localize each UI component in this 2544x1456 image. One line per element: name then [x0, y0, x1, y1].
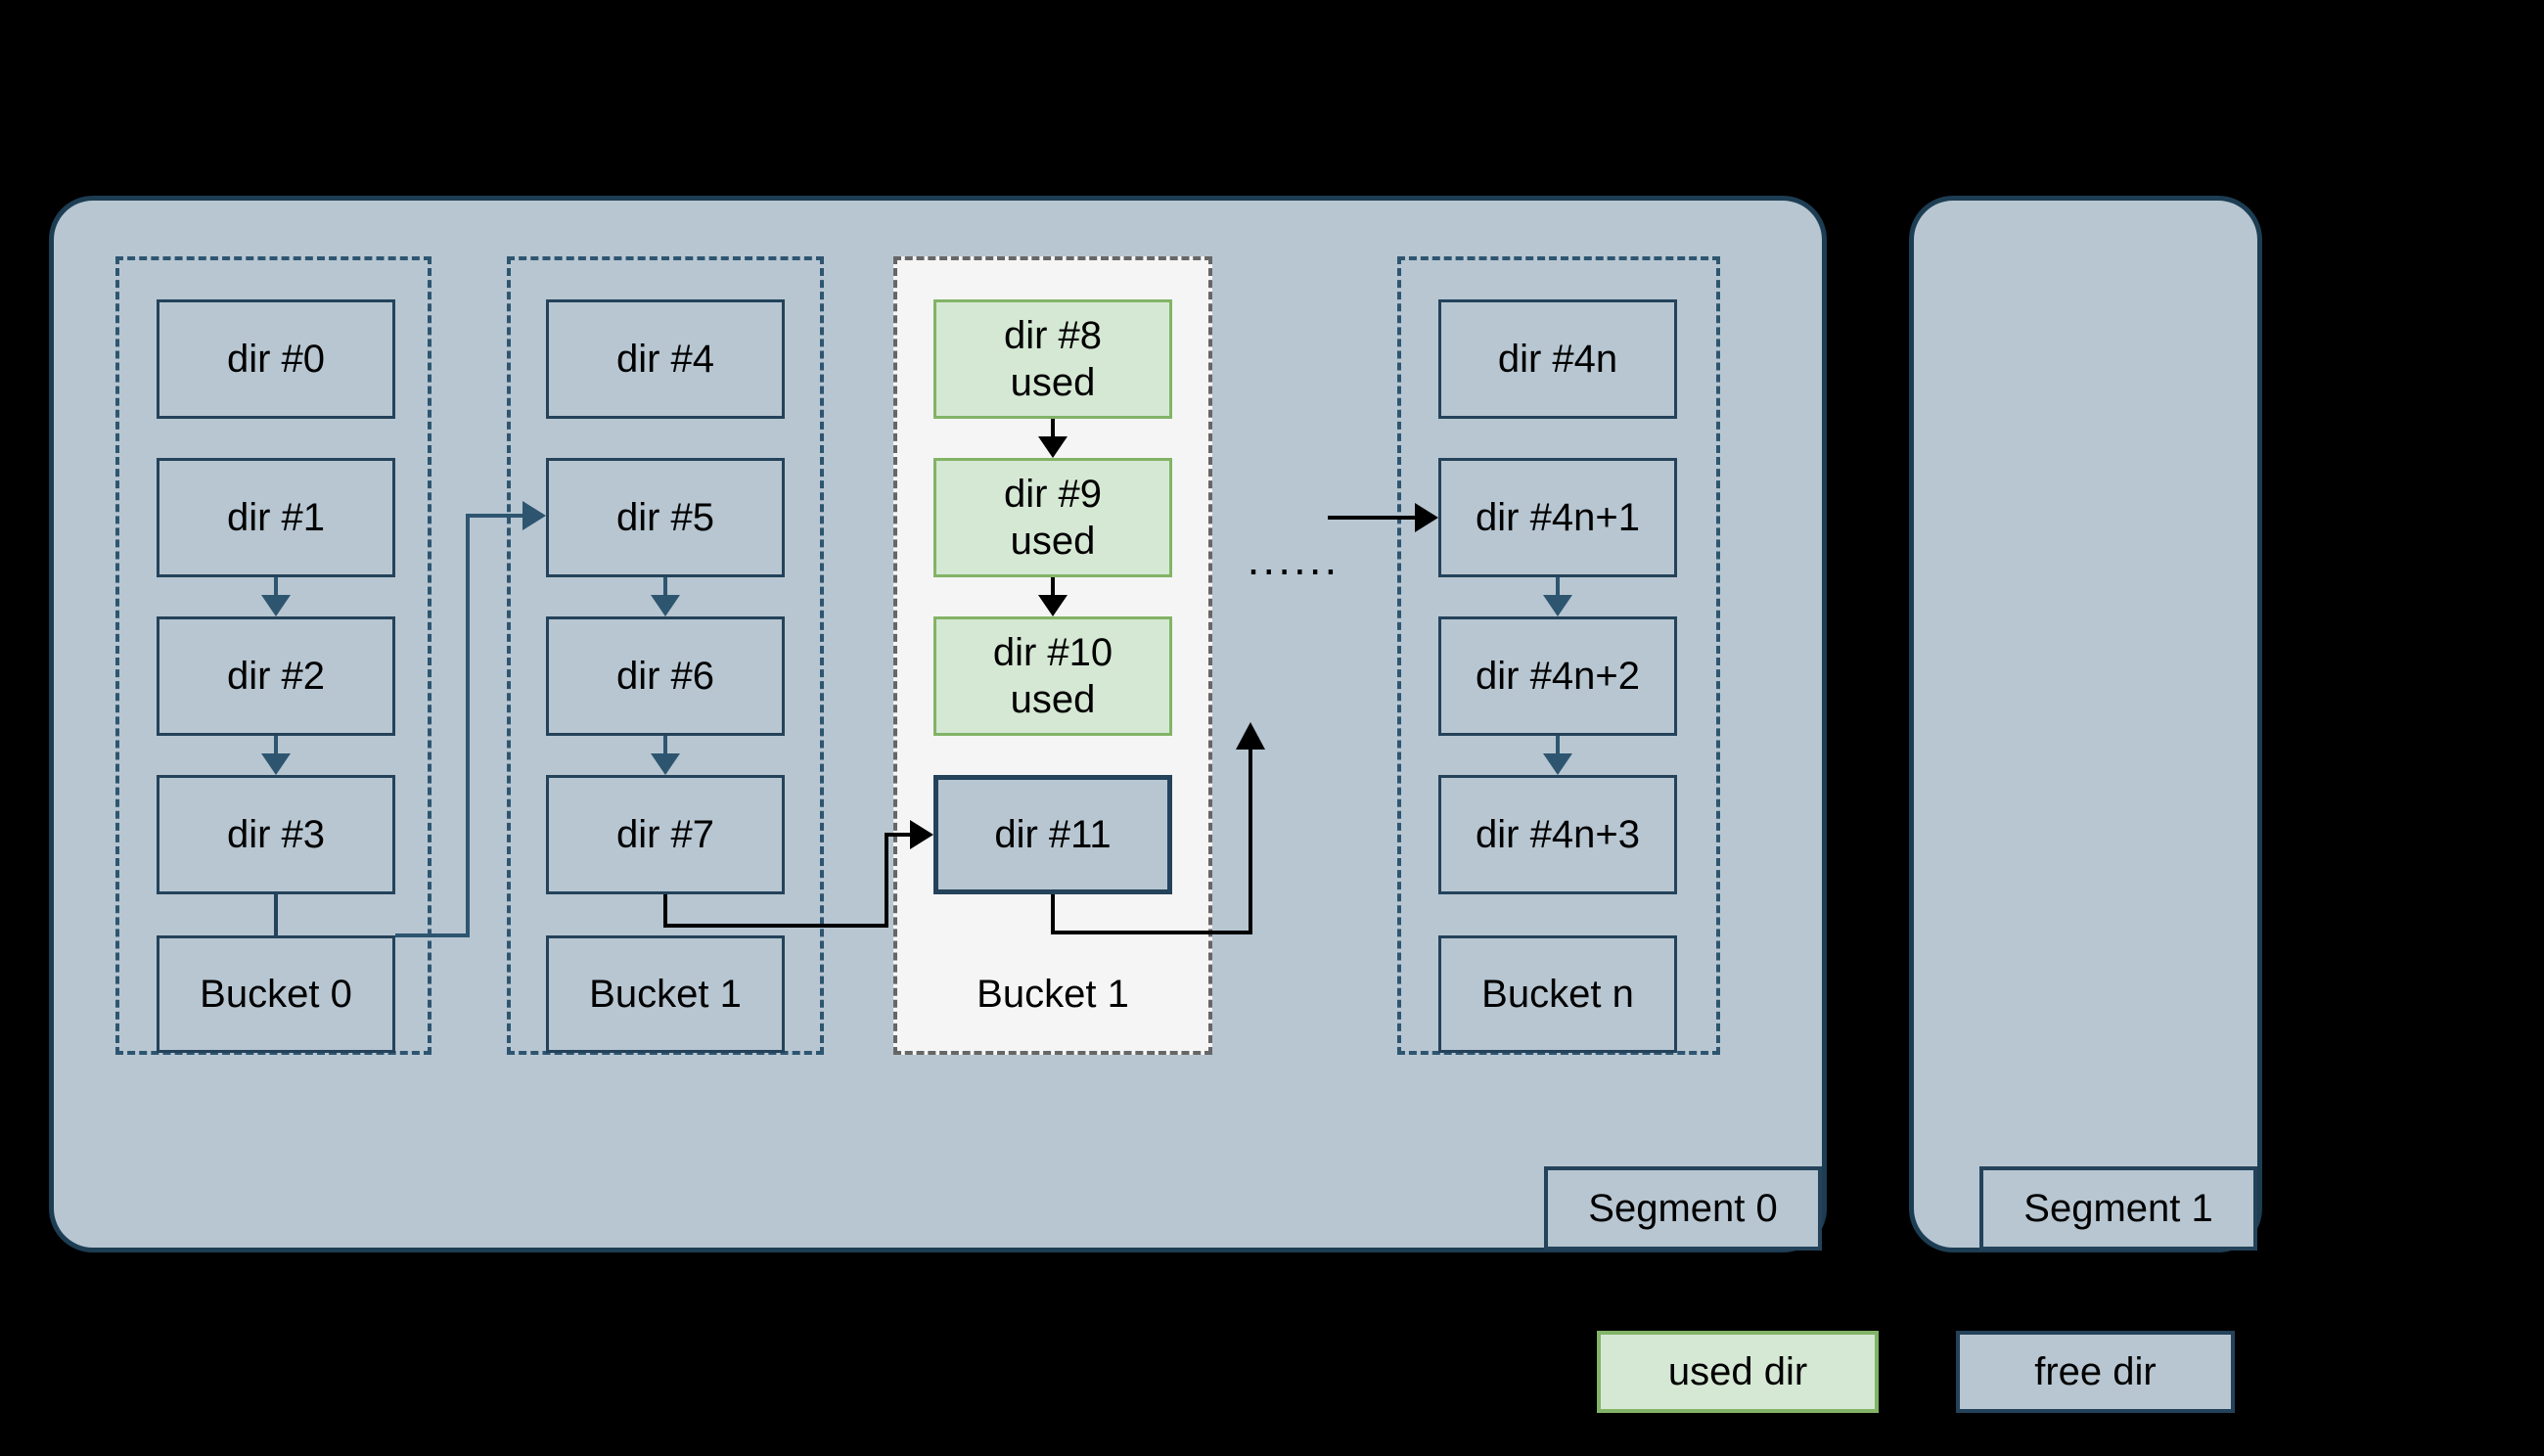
dir-9-label: dir #9 — [1003, 473, 1103, 516]
dir-5-label: dir #5 — [615, 496, 715, 539]
segment-1-label: Segment 1 — [2023, 1186, 2213, 1230]
legend-used-dir: used dir — [1597, 1331, 1879, 1413]
segment-1-label-box: Segment 1 — [1979, 1166, 2257, 1251]
bucket-1-label-box: Bucket 1 — [546, 935, 785, 1053]
dir-8-label: dir #8 — [1003, 314, 1103, 357]
dir-3-label: dir #3 — [226, 813, 326, 856]
dir-4n1-label: dir #4n+1 — [1476, 496, 1640, 539]
dir-2-box: dir #2 — [157, 616, 395, 736]
dir-4n-box: dir #4n — [1438, 299, 1677, 419]
bucket-0-label-box: Bucket 0 — [157, 935, 395, 1053]
dir-8-box: dir #8 used — [933, 299, 1172, 419]
dir-4n-label: dir #4n — [1497, 338, 1618, 381]
ellipsis-dots: ...... — [1247, 533, 1340, 584]
dir-1-label: dir #1 — [226, 496, 326, 539]
dir-4n2-box: dir #4n+2 — [1438, 616, 1677, 736]
dir-5-box: dir #5 — [546, 458, 785, 577]
segment-0-label-box: Segment 0 — [1544, 1166, 1822, 1251]
segment-1 — [1909, 196, 2262, 1252]
bucket-1-expanded-label: Bucket 1 — [977, 972, 1129, 1016]
dir-6-label: dir #6 — [615, 655, 715, 698]
dir-10-box: dir #10 used — [933, 616, 1172, 736]
dir-0-label: dir #0 — [226, 338, 326, 381]
bucket-n-label: Bucket n — [1481, 972, 1634, 1016]
dir-10-label: dir #10 — [992, 631, 1113, 674]
dir-3-box: dir #3 — [157, 775, 395, 894]
bucket-n-frame — [1397, 256, 1720, 1055]
dir-4-label: dir #4 — [615, 338, 715, 381]
dir-10-status: used — [1010, 678, 1096, 721]
dir-4n3-box: dir #4n+3 — [1438, 775, 1677, 894]
dir-7-label: dir #7 — [615, 813, 715, 856]
dir-6-box: dir #6 — [546, 616, 785, 736]
dir-4n3-label: dir #4n+3 — [1476, 813, 1640, 856]
dir-2-label: dir #2 — [226, 655, 326, 698]
dir-9-box: dir #9 used — [933, 458, 1172, 577]
legend-free-dir: free dir — [1956, 1331, 2235, 1413]
dir-11-box: dir #11 — [933, 775, 1172, 894]
dir-0-box: dir #0 — [157, 299, 395, 419]
bucket-n-label-box: Bucket n — [1438, 935, 1677, 1053]
dir-11-label: dir #11 — [994, 813, 1112, 856]
dir-4-box: dir #4 — [546, 299, 785, 419]
legend-free-dir-label: free dir — [2034, 1349, 2157, 1393]
dir-1-box: dir #1 — [157, 458, 395, 577]
bucket-0-label: Bucket 0 — [200, 972, 352, 1016]
legend-used-dir-label: used dir — [1667, 1349, 1808, 1393]
segment-0-label: Segment 0 — [1588, 1186, 1778, 1230]
dir-4n1-box: dir #4n+1 — [1438, 458, 1677, 577]
bucket-1-label: Bucket 1 — [589, 972, 742, 1016]
dir-9-status: used — [1010, 520, 1096, 563]
dir-7-box: dir #7 — [546, 775, 785, 894]
dir-8-status: used — [1010, 361, 1096, 404]
dir-4n2-label: dir #4n+2 — [1476, 655, 1640, 698]
